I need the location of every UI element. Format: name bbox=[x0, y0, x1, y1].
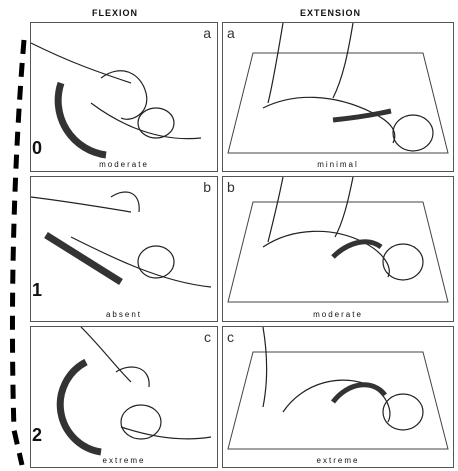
extension-header: EXTENSION bbox=[300, 8, 361, 18]
extension-caption-c: extreme bbox=[223, 456, 453, 465]
flexion-header: FLEXION bbox=[92, 8, 138, 18]
flexion-letter-a: a bbox=[203, 25, 211, 41]
extension-c-illustration bbox=[223, 327, 454, 468]
flexion-a-illustration bbox=[31, 23, 218, 172]
extension-caption-a: minimal bbox=[223, 160, 453, 169]
extension-caption-b: moderate bbox=[223, 310, 453, 319]
score-0: 0 bbox=[32, 138, 42, 159]
extension-a-illustration bbox=[223, 23, 454, 172]
flexion-caption-b: absent bbox=[31, 310, 217, 319]
flexion-b-illustration bbox=[31, 177, 218, 322]
flexion-letter-b: b bbox=[203, 179, 211, 195]
extension-letter-c: c bbox=[227, 329, 234, 345]
extension-b-illustration bbox=[223, 177, 454, 322]
flexion-c-illustration bbox=[31, 327, 218, 468]
flexion-panel-c: c extreme bbox=[30, 326, 218, 468]
flexion-panel-b: b absent bbox=[30, 176, 218, 322]
flexion-caption-c: extreme bbox=[31, 456, 217, 465]
extension-panel-b: b moderate bbox=[222, 176, 454, 322]
flexion-panel-a: a moderate bbox=[30, 22, 218, 172]
flexion-letter-c: c bbox=[204, 329, 211, 345]
score-1: 1 bbox=[32, 280, 42, 301]
extension-panel-c: c extreme bbox=[222, 326, 454, 468]
extension-letter-b: b bbox=[227, 179, 235, 195]
extension-letter-a: a bbox=[227, 25, 235, 41]
extension-panel-a: a minimal bbox=[222, 22, 454, 172]
flexion-caption-a: moderate bbox=[31, 160, 217, 169]
score-2: 2 bbox=[32, 425, 42, 446]
